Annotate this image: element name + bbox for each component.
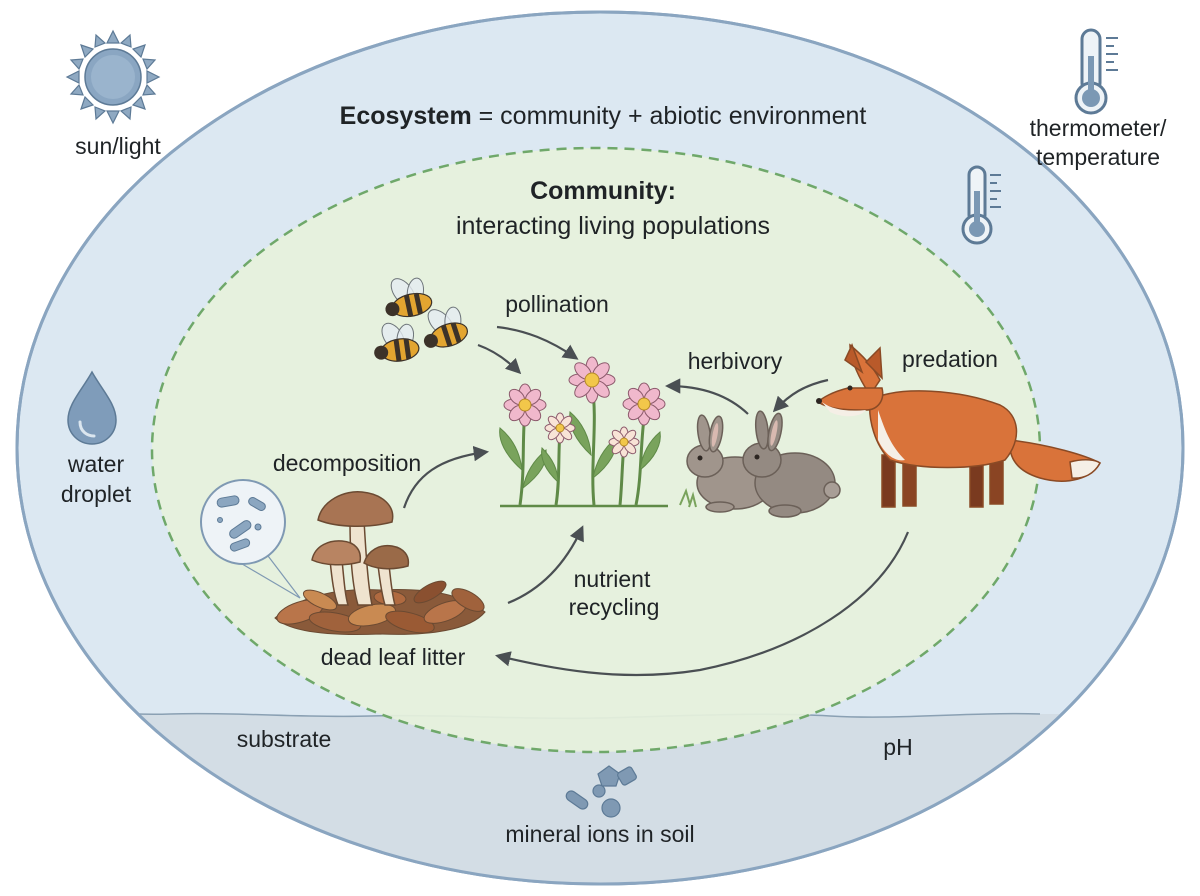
mineral-ions-icon: [565, 765, 637, 818]
nutrient-label-2: recycling: [569, 594, 660, 620]
water-droplet-icon: [67, 370, 117, 445]
nutrient-label-1: nutrient: [574, 566, 651, 592]
flower-icon: [499, 356, 668, 508]
bee-icon: [385, 277, 433, 318]
community-subtitle: interacting living populations: [456, 212, 770, 240]
interaction-arrows: [402, 325, 910, 677]
decomposition-label: decomposition: [273, 450, 421, 476]
thermometer-label-2: temperature: [1036, 144, 1160, 170]
decomposition-arrow: [402, 445, 490, 509]
herbivory-arrow: [664, 378, 749, 415]
bacteria-icon: [200, 479, 301, 599]
sun-label: sun/light: [75, 133, 161, 159]
predation-label: predation: [902, 346, 998, 372]
litter-label: dead leaf litter: [321, 644, 466, 670]
bee-arrow: [477, 343, 522, 375]
herbivory-label: herbivory: [688, 348, 783, 374]
minerals-label: mineral ions in soil: [505, 821, 694, 847]
leaf-litter-icon: [274, 580, 486, 635]
return-arrow: [494, 531, 910, 677]
predation-arrow: [772, 378, 829, 413]
mushroom-icon: [311, 491, 410, 606]
rabbit-icon: [679, 414, 774, 513]
thermometer-label-1: thermometer/: [1030, 115, 1167, 141]
nutrient-arrow: [507, 525, 584, 605]
water-label-2: droplet: [61, 481, 132, 507]
thermometer-icon: [1074, 28, 1118, 115]
ecosystem-title: Ecosystem = community + abiotic environm…: [340, 102, 867, 130]
community-title: Community:: [530, 177, 676, 205]
fox-icon: [816, 343, 1102, 508]
bee-icon: [374, 322, 420, 362]
substrate-label: substrate: [237, 726, 332, 752]
ph-label: pH: [883, 734, 912, 760]
bee-icon: [423, 306, 468, 348]
water-label-1: water: [67, 451, 125, 477]
rabbit-icon: [742, 410, 841, 518]
thermometer-icon: [961, 165, 1001, 245]
pollination-label: pollination: [505, 291, 609, 317]
sun-icon: [65, 29, 161, 125]
pollination-arrow: [496, 325, 579, 360]
